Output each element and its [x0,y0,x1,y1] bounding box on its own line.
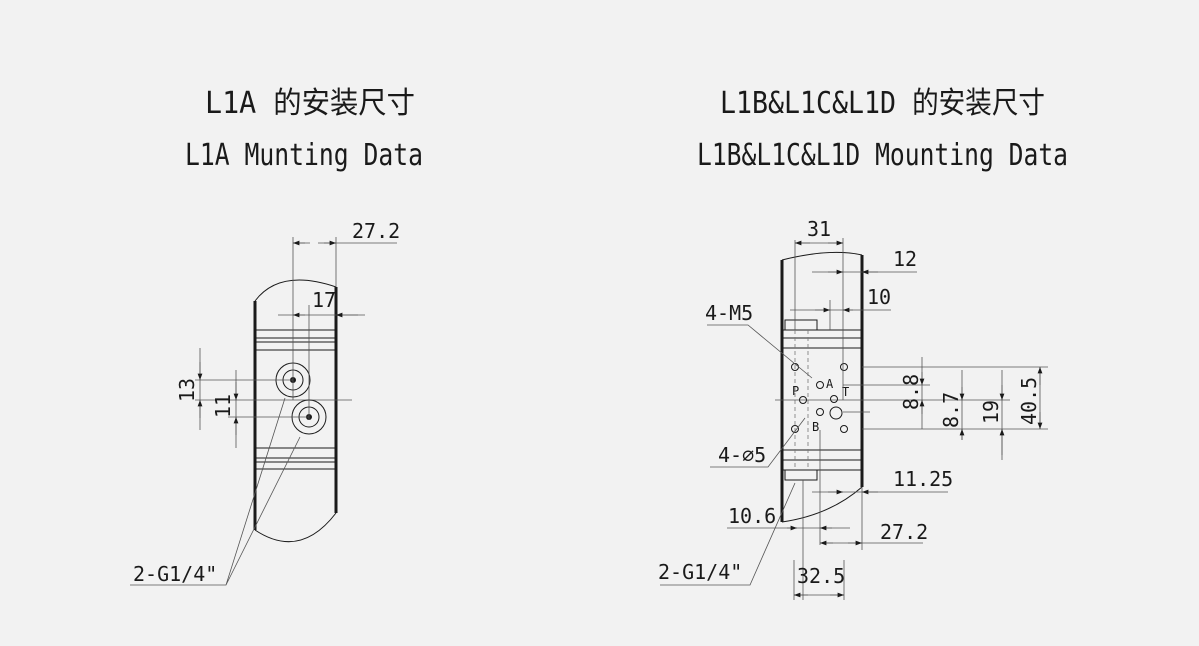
dim-8-7: 8.7 [939,392,963,428]
port-label: 2-G1/4" [658,560,742,584]
dim-11: 11 [211,394,235,418]
l1bcd-title-en: L1B&L1C&L1D Mounting Data [697,138,1068,173]
l1a-title-cn: L1A 的安装尺寸 [205,86,415,121]
l1b-l1c-l1d-drawing: L1B&L1C&L1D 的安装尺寸 L1B&L1C&L1D Mounting D… [658,86,1068,600]
dim-40-5: 40.5 [1017,377,1041,425]
port-p-label: P [792,384,799,398]
dim-27-2: 27.2 [352,219,400,243]
port-a-label: A [826,377,834,391]
dim-10: 10 [867,285,891,309]
ports: A P T B [792,377,849,434]
dim-17: 17 [312,288,336,312]
port-t-label: T [842,385,849,399]
hole-label: 4-∅5 [718,443,766,467]
l1a-drawing: L1A 的安装尺寸 L1A Munting Data 27.2 [130,86,423,586]
dim-13: 13 [175,378,199,402]
dim-31: 31 [807,217,831,241]
dim-19: 19 [979,400,1003,424]
l1a-title-en: L1A Munting Data [185,138,423,173]
dim-8-8: 8.8 [899,374,923,410]
screw-label: 4-M5 [705,301,753,325]
dim-32-5: 32.5 [797,564,845,588]
dim-12: 12 [893,247,917,271]
dim-10-6: 10.6 [728,504,776,528]
l1bcd-title-cn: L1B&L1C&L1D 的安装尺寸 [720,86,1045,121]
port-b-label: B [812,420,819,434]
dim-11-25: 11.25 [893,467,953,491]
subplate-body [775,251,880,523]
port-label: 2-G1/4" [133,562,217,586]
dim-27-2: 27.2 [880,520,928,544]
